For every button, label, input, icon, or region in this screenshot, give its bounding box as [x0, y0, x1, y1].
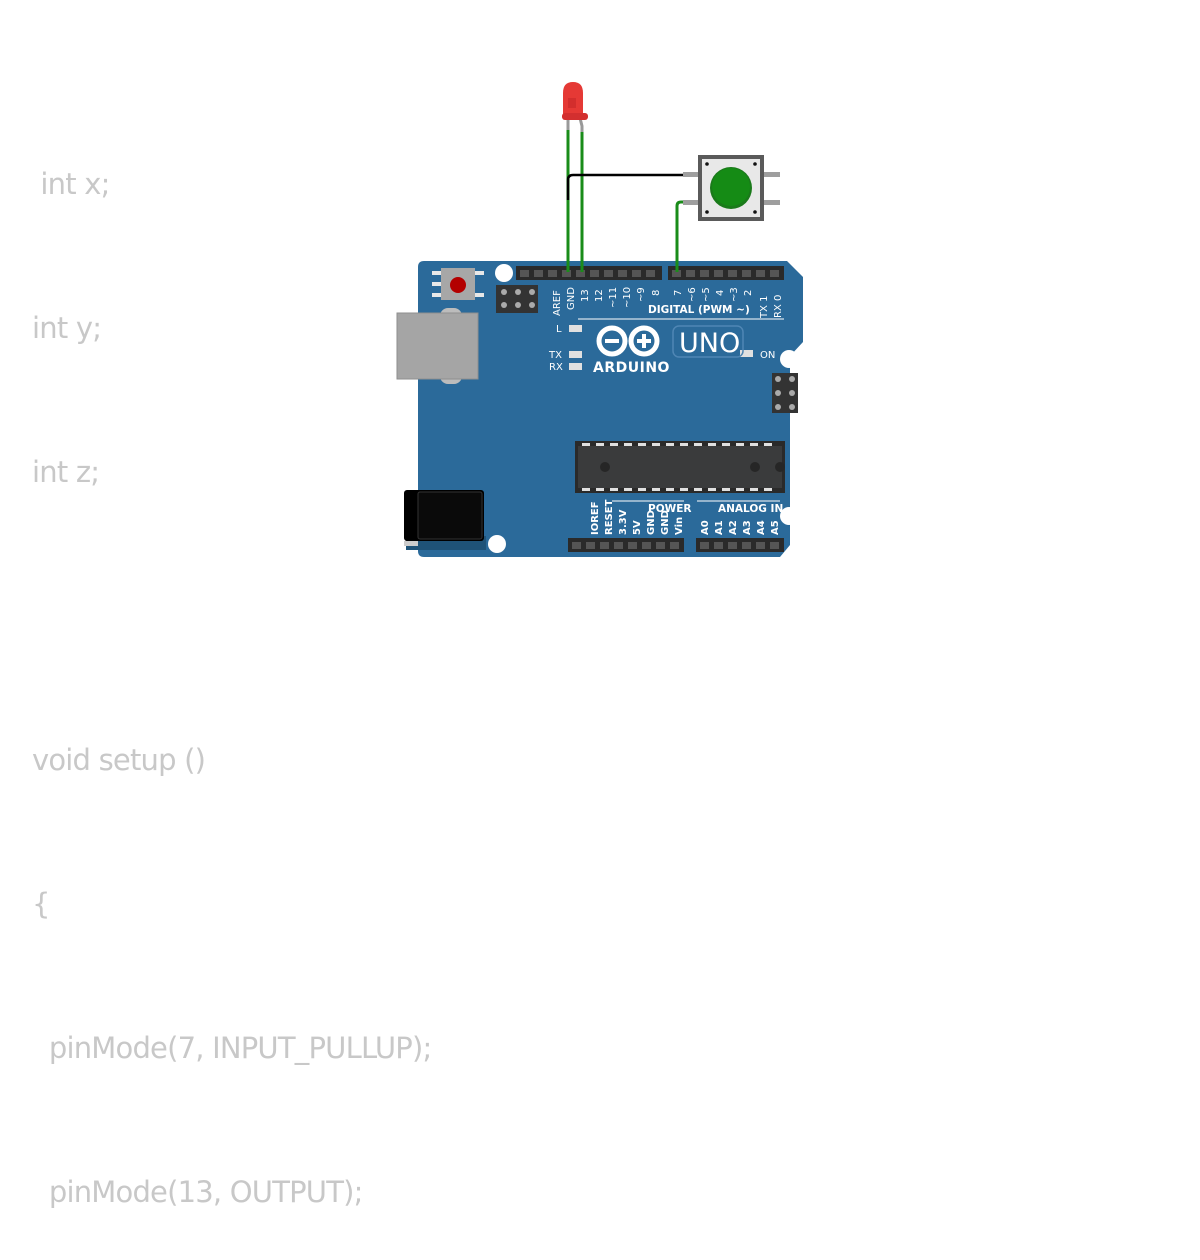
svg-text:A0: A0	[700, 520, 711, 535]
svg-text:RX: RX	[549, 362, 563, 373]
svg-text:8: 8	[651, 290, 662, 296]
svg-text:GND: GND	[646, 510, 657, 535]
analog-header[interactable]	[696, 538, 784, 552]
svg-text:3.3V: 3.3V	[618, 509, 629, 535]
wire-button-7	[675, 200, 690, 272]
svg-text:12: 12	[594, 289, 605, 302]
code-line: pinMode(13, OUTPUT);	[32, 1175, 364, 1209]
reset-button[interactable]	[432, 268, 484, 300]
wire-button-gnd	[566, 173, 690, 200]
analog-label: ANALOG IN	[718, 503, 783, 515]
code-line: void setup ()	[32, 743, 206, 777]
code-line: int z;	[32, 455, 100, 489]
svg-text:RX 0: RX 0	[773, 295, 784, 318]
svg-text:GND: GND	[660, 510, 671, 535]
svg-text:AREF: AREF	[552, 290, 563, 316]
status-leds: L TX RX ON	[548, 324, 775, 373]
power-jack	[404, 490, 486, 550]
svg-text:A4: A4	[756, 520, 767, 535]
svg-text:13: 13	[580, 289, 591, 302]
mounting-hole	[780, 350, 798, 368]
circuit-canvas: AREF GND 13 12 ~11 ~10 ~9 8 7 ~6 ~5 4 ~3…	[396, 82, 803, 557]
icsp-header-2	[772, 373, 798, 413]
svg-text:ON: ON	[760, 350, 775, 361]
svg-text:A3: A3	[742, 520, 753, 535]
svg-text:IOREF: IOREF	[590, 501, 601, 535]
svg-text:TX: TX	[548, 350, 562, 361]
arduino-logo: ARDUINO	[593, 325, 670, 376]
digital-header-left[interactable]	[516, 266, 662, 280]
icsp-header	[496, 285, 538, 313]
svg-text:Vin: Vin	[674, 517, 685, 535]
usb-connector	[396, 308, 479, 384]
svg-text:~10: ~10	[622, 287, 633, 308]
svg-text:~9: ~9	[636, 287, 647, 302]
svg-text:UNO: UNO	[679, 328, 740, 359]
pushbutton[interactable]	[683, 155, 780, 221]
code-line: int y;	[32, 311, 102, 345]
wires[interactable]	[566, 128, 690, 272]
svg-text:GND: GND	[566, 287, 577, 310]
svg-text:A1: A1	[714, 520, 725, 535]
power-label: POWER	[648, 503, 691, 515]
arduino-uno-board[interactable]: AREF GND 13 12 ~11 ~10 ~9 8 7 ~6 ~5 4 ~3…	[396, 261, 803, 557]
svg-text:ARDUINO: ARDUINO	[593, 360, 670, 376]
svg-text:5V: 5V	[632, 520, 643, 535]
red-led[interactable]	[562, 82, 588, 132]
mounting-hole	[495, 264, 513, 282]
svg-text:TX 1: TX 1	[759, 296, 770, 320]
svg-text:~11: ~11	[608, 287, 619, 308]
svg-text:L: L	[556, 324, 562, 335]
svg-text:4: 4	[715, 290, 726, 296]
mounting-hole	[780, 507, 798, 525]
code-line: int x;	[32, 167, 110, 201]
digital-header-right[interactable]	[668, 266, 784, 280]
svg-text:RESET: RESET	[604, 499, 615, 535]
power-header[interactable]	[568, 538, 684, 552]
bottom-pin-labels: IOREF RESET 3.3V 5V GND GND Vin A0 A1 A2…	[590, 499, 781, 535]
digital-label: DIGITAL (PWM ~)	[648, 304, 750, 316]
uno-label: UNO	[672, 325, 744, 359]
svg-text:A2: A2	[728, 520, 739, 535]
code-line: pinMode(7, INPUT_PULLUP);	[32, 1031, 432, 1065]
mounting-hole	[488, 535, 506, 553]
svg-text:~6: ~6	[687, 287, 698, 302]
svg-text:7: 7	[673, 290, 684, 296]
svg-text:2: 2	[743, 290, 754, 296]
svg-text:A5: A5	[770, 520, 781, 535]
svg-text:~5: ~5	[701, 287, 712, 302]
svg-text:~3: ~3	[729, 287, 740, 302]
code-line: {	[32, 887, 50, 921]
top-pin-labels: AREF GND 13 12 ~11 ~10 ~9 8 7 ~6 ~5 4 ~3…	[552, 287, 784, 319]
atmega-chip	[575, 441, 785, 493]
